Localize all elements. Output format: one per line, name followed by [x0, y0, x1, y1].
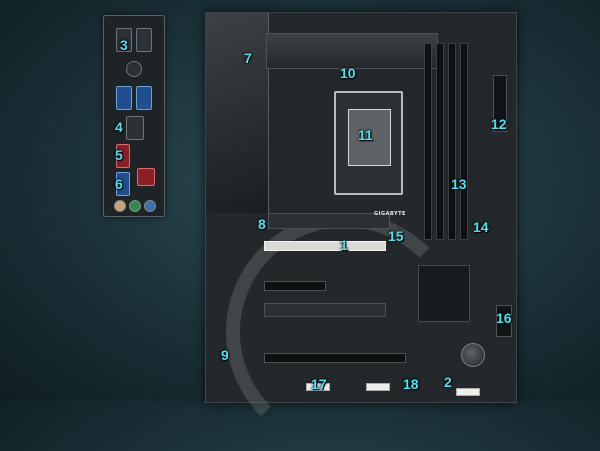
cpu-socket: [334, 91, 403, 195]
callout-1: 1: [340, 237, 348, 253]
vrm-heatsink-top: [266, 33, 438, 69]
usb-3-port: [116, 172, 130, 196]
callout-7: 7: [244, 50, 252, 66]
rear-io-shield: [103, 15, 165, 217]
callout-12: 12: [491, 116, 507, 132]
sata-connectors: [496, 305, 512, 337]
front-header: [306, 383, 330, 391]
callout-4: 4: [115, 119, 123, 135]
callout-11: 11: [358, 127, 373, 143]
audio-jack: [129, 200, 141, 212]
callout-10: 10: [340, 65, 356, 81]
usb-3-port: [116, 86, 132, 110]
memory-slot: [436, 43, 444, 240]
hdmi-port: [126, 116, 144, 140]
m2-heatsink: [268, 213, 390, 229]
memory-slot: [448, 43, 456, 240]
chipset-heatsink: [418, 265, 470, 322]
memory-slot: [424, 43, 432, 240]
cmos-battery: [461, 343, 485, 367]
pcie-x16-slot: [264, 241, 386, 251]
front-header: [366, 383, 390, 391]
io-vrm-cover: [206, 13, 269, 213]
callout-5: 5: [115, 147, 123, 163]
audio-jack: [144, 200, 156, 212]
antenna-connector: [126, 61, 142, 77]
usb-port-red: [116, 144, 130, 168]
audio-jack: [114, 200, 126, 212]
atx-24pin-connector: [493, 75, 507, 132]
callout-15: 15: [388, 228, 404, 244]
usb-port-pair: [116, 28, 132, 52]
usb-3-port: [136, 86, 152, 110]
callout-6: 6: [115, 176, 123, 192]
ethernet-port: [137, 168, 155, 186]
pcie-slot: [264, 353, 406, 363]
callout-17: 17: [311, 376, 327, 392]
callout-9: 9: [221, 347, 229, 363]
memory-slot: [460, 43, 468, 240]
board-brand-label: GIGABYTE: [374, 211, 406, 217]
callout-16: 16: [496, 310, 512, 326]
callout-13: 13: [451, 176, 467, 192]
cpu-socket-plate: [348, 109, 391, 166]
callout-3: 3: [120, 37, 128, 53]
callout-8: 8: [258, 216, 266, 232]
callout-2: 2: [444, 374, 452, 390]
callout-18: 18: [403, 376, 419, 392]
callout-14: 14: [473, 219, 489, 235]
usb-port-pair: [136, 28, 152, 52]
pcie-slot: [264, 281, 326, 291]
m2-heatsink: [264, 303, 386, 317]
motherboard: GIGABYTE: [205, 12, 517, 451]
front-header: [456, 388, 480, 396]
